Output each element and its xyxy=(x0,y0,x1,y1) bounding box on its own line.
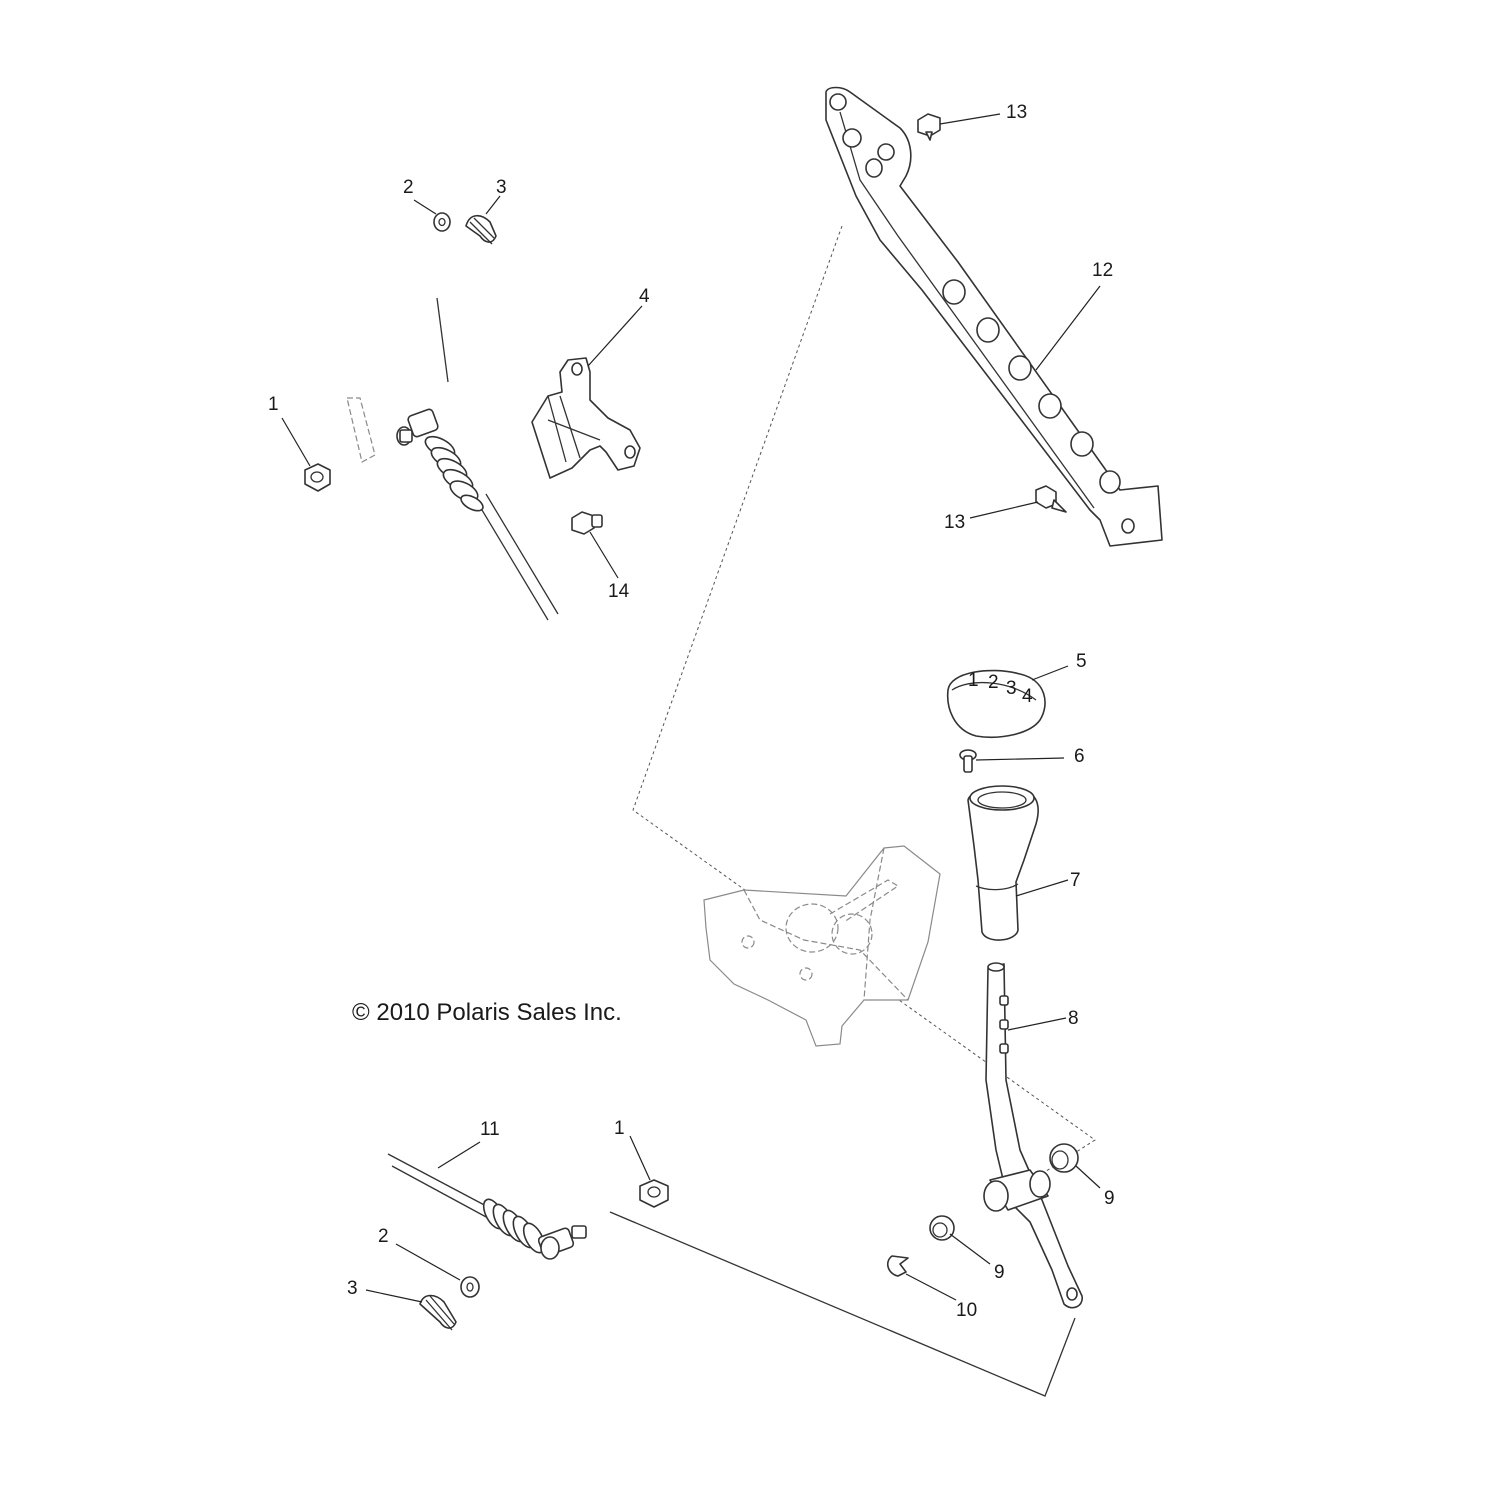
cable-bracket xyxy=(531,357,641,479)
callout-labels: 1 2 3 4 14 13 12 13 5 6 7 8 9 9 10 11 1 … xyxy=(268,102,1115,1321)
knob-marking-2: 2 xyxy=(988,672,999,693)
callout-13-lower: 13 xyxy=(944,512,965,533)
callout-2-lower: 2 xyxy=(378,1226,389,1247)
knob-marking-3: 3 xyxy=(1006,678,1017,699)
shift-knob-cap: 1 2 3 4 xyxy=(946,669,1046,739)
knob-marking-1: 1 xyxy=(968,670,979,691)
callout-9-right: 9 xyxy=(1104,1188,1115,1209)
cotter-clip-icon xyxy=(419,1294,457,1331)
screw-icon xyxy=(1035,485,1067,513)
callout-1-lower: 1 xyxy=(614,1118,625,1139)
upper-shift-cable xyxy=(346,397,559,621)
callout-10: 10 xyxy=(956,1300,977,1321)
washer-icon xyxy=(433,212,451,232)
bushing-icon xyxy=(1049,1143,1079,1173)
callout-8: 8 xyxy=(1068,1008,1079,1029)
callout-6: 6 xyxy=(1074,746,1085,767)
ghost-housing-bracket xyxy=(703,845,941,1047)
callout-3-lower: 3 xyxy=(347,1278,358,1299)
screw-icon xyxy=(917,113,941,141)
washer-icon xyxy=(460,1276,480,1298)
callout-4: 4 xyxy=(639,286,650,307)
mounting-bar xyxy=(825,86,1163,547)
callout-7: 7 xyxy=(1070,870,1081,891)
callout-1-upper: 1 xyxy=(268,394,279,415)
callout-12: 12 xyxy=(1092,260,1113,281)
callout-leaders xyxy=(281,113,1101,1303)
callout-5: 5 xyxy=(1076,651,1087,672)
shift-boot xyxy=(967,785,1039,941)
e-clip-icon xyxy=(886,1255,909,1277)
bushing-icon xyxy=(929,1215,955,1241)
callout-13-upper: 13 xyxy=(1006,102,1027,123)
copyright-notice: © 2010 Polaris Sales Inc. xyxy=(352,999,622,1026)
callout-3-upper: 3 xyxy=(496,177,507,198)
lower-shift-cable xyxy=(387,1153,587,1260)
cotter-clip-icon xyxy=(465,214,497,245)
callout-9-left: 9 xyxy=(994,1262,1005,1283)
callout-11: 11 xyxy=(480,1119,500,1140)
callout-14: 14 xyxy=(608,581,630,602)
nut-icon xyxy=(639,1179,669,1208)
flange-bolt-icon xyxy=(571,511,603,535)
shift-lever xyxy=(983,962,1083,1309)
knob-screw-icon xyxy=(959,749,977,773)
callout-2-upper: 2 xyxy=(403,177,414,198)
knob-marking-4: 4 xyxy=(1022,686,1033,707)
nut-icon xyxy=(304,463,331,492)
